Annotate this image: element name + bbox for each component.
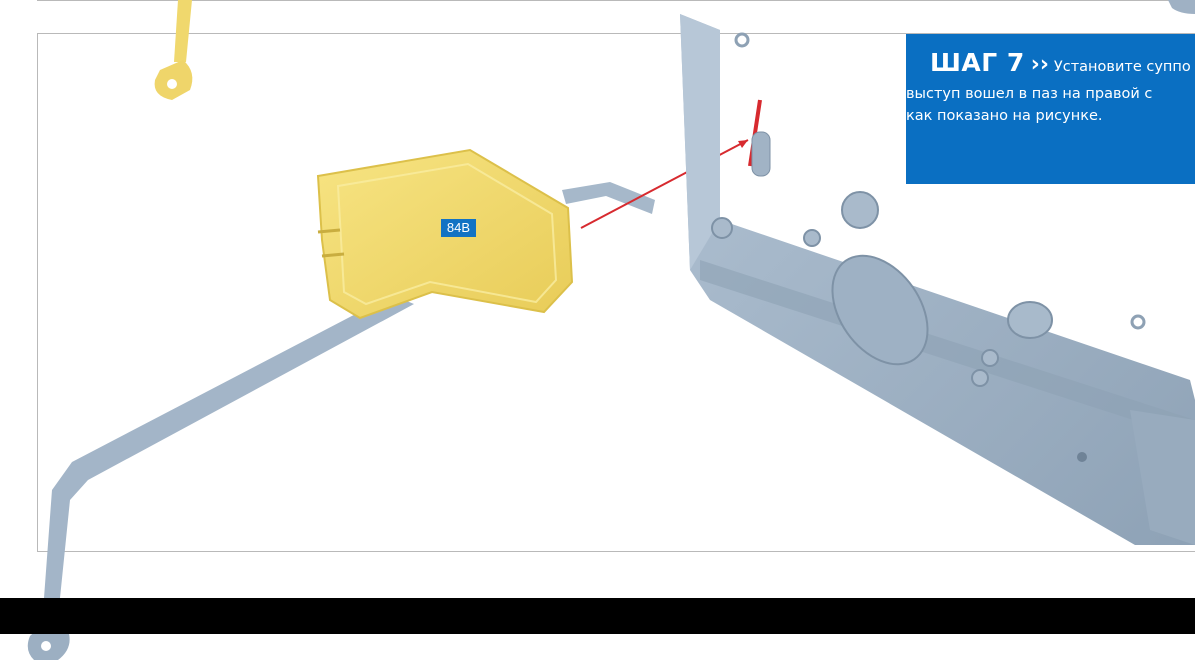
step-instruction-line-1: Установите суппо: [1054, 59, 1191, 75]
alignment-arrow: [581, 100, 760, 228]
step-instruction-callout: ШАГ 7 ›› Установите суппо выступ вошел в…: [906, 34, 1195, 184]
chevron-right-icon: ››: [1031, 52, 1049, 77]
step-title: ШАГ 7: [930, 48, 1025, 77]
part-label-badge: 84B: [441, 219, 476, 237]
yellow-sprue-fragment: [155, 0, 193, 100]
step-instruction-line-2: выступ вошел в паз на правой с: [906, 83, 1195, 105]
step-instruction-line-3: как показано на рисунке.: [906, 105, 1195, 127]
footer-bar: [0, 598, 1195, 634]
gray-part-fragment: [1168, 0, 1195, 14]
